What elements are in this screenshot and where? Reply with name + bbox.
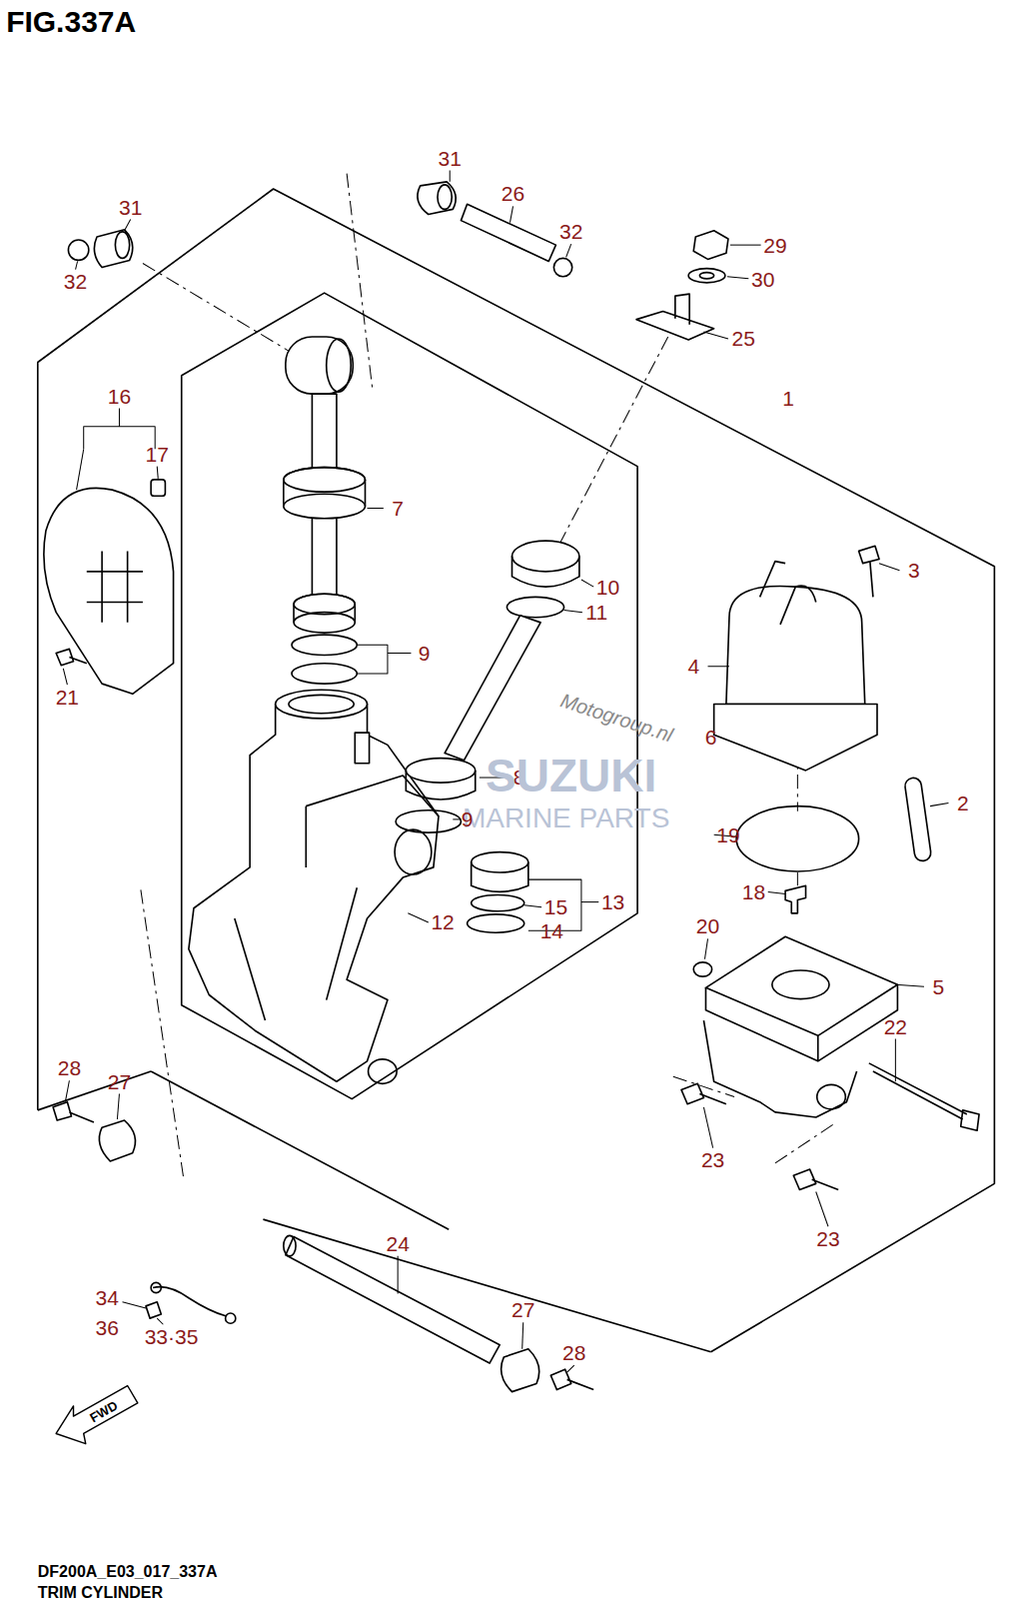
valve [636,293,715,340]
callout-number: 34 [95,1286,119,1308]
o-ring [291,663,357,684]
callout-number: 32 [559,220,583,242]
o-ring [291,634,357,655]
callout-number: 16 [107,385,131,407]
callout-number: 6 [705,726,718,748]
bolt [859,545,880,597]
o-ring [693,962,712,977]
callout-number: 19 [716,824,740,846]
watermark: Motogroup.nl [558,689,676,745]
assembly-outline [150,1070,449,1229]
tube [444,615,541,761]
bushing [501,1348,540,1392]
callout-number: 14 [540,920,564,942]
callout-number: 31 [118,196,142,218]
filter [785,885,806,914]
plug [512,540,580,572]
rod-eye [285,336,353,394]
cover [43,487,174,694]
bolt [550,1368,594,1389]
callout-number: 23 [701,1148,725,1170]
callout-number: 32 [63,270,87,292]
clip [150,479,165,496]
callout-number: 12 [430,911,454,933]
callout-number: 36 [95,1316,119,1338]
callout-number: 9 [418,642,431,664]
callout-number: 18 [742,881,766,903]
callout-number: 29 [763,234,787,256]
strap [904,776,933,862]
o-ring [506,596,564,617]
drawing-code: DF200A_E03_017_337A [37,1563,218,1580]
callout-number: 30 [751,268,775,290]
pump-body [705,936,898,1035]
bushing [417,181,456,215]
bolt [869,1062,980,1130]
callout-number: 27 [107,1070,131,1092]
o-ring [467,914,525,933]
callout-number: 21 [55,686,79,708]
callout-number: 28 [57,1056,81,1078]
callout-number: 17 [145,443,169,465]
nut [693,230,729,260]
bolt [55,648,87,665]
fwd-arrow [55,1385,138,1444]
callout-number: 27 [511,1298,535,1320]
callout-number: 23 [816,1227,840,1249]
callout-number: 1 [782,387,795,409]
figure-caption: TRIM CYLINDER [37,1584,163,1600]
piston [471,852,529,873]
piston [405,758,475,784]
bushing [98,1119,135,1161]
callout-number: 22 [884,1016,908,1037]
o-ring [471,894,525,911]
callout-number: 13 [601,891,625,913]
watermark: SUZUKI [485,752,657,799]
washer [688,268,726,283]
o-ring [736,806,860,872]
callout-number: 31 [438,147,462,169]
callout-number: 20 [696,915,720,937]
bolt [793,1168,839,1189]
callout-number: 33·35 [144,1325,199,1347]
callout-number: 15 [544,896,568,918]
callout-number: 10 [596,576,620,598]
pin [460,203,556,261]
callout-number: 7 [391,497,404,519]
pipe [285,1235,500,1363]
callout-number: 28 [562,1341,586,1363]
callout-number: 24 [385,1232,409,1254]
callout-number: 5 [932,976,945,998]
callout-number: 26 [501,182,525,204]
assembly-outline [262,1218,711,1352]
figure-title: FIG.337A [5,6,136,37]
callout-number: 4 [687,655,700,677]
callout-number: 11 [585,601,608,623]
bushing [93,229,132,268]
assembly-outline [37,1070,151,1110]
bolt [52,1101,94,1122]
callout-number: 9 [461,808,474,830]
cylinder-body [188,704,439,1082]
callout-number: 2 [957,792,970,814]
clip-ring [553,257,572,276]
clip-ring [67,239,88,260]
callout-number: 3 [908,559,921,581]
assembly-outline [37,188,996,1352]
o-ring [395,810,461,833]
motor [726,585,866,704]
bolt [681,1082,727,1103]
callout-number: 25 [732,327,756,349]
ground-wire [152,1286,227,1316]
watermark: MARINE PARTS [462,804,670,833]
